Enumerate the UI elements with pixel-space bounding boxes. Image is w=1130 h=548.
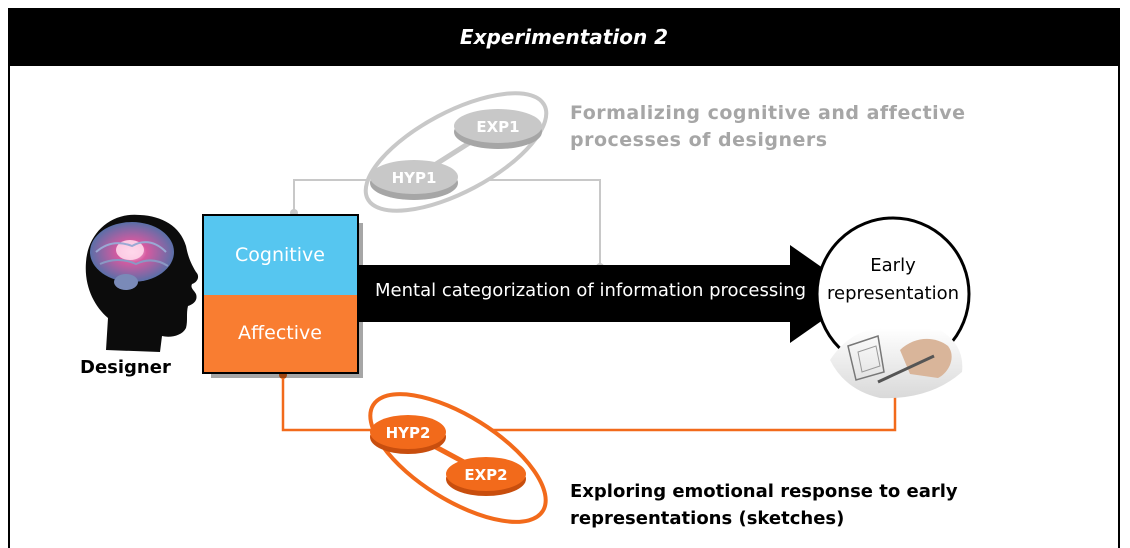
- affective-caption-line1: Exploring emotional response to early: [570, 481, 958, 502]
- cognitive-caption-line2: processes of designers: [570, 129, 828, 151]
- exp1-label: EXP1: [476, 118, 519, 136]
- designer-label: Designer: [80, 357, 171, 378]
- cognitive-caption-line1: Formalizing cognitive and affective: [570, 102, 966, 124]
- title-bar: Experimentation 2: [8, 8, 1120, 66]
- processing-arrow: [356, 245, 860, 343]
- exp2-label: EXP2: [464, 466, 507, 484]
- early-label-line2: representation: [826, 283, 959, 304]
- affective-label: Affective: [238, 322, 322, 344]
- diagram-title: Experimentation 2: [459, 25, 669, 49]
- cognitive-label: Cognitive: [235, 244, 325, 266]
- cognitive-caption: Formalizing cognitive and affective proc…: [570, 100, 990, 154]
- hyp2-exp2-group: HYP2 EXP2: [368, 392, 548, 524]
- early-label-line1: Early: [870, 255, 916, 276]
- affective-caption: Exploring emotional response to early re…: [570, 478, 1030, 532]
- cognitive-block: [203, 215, 358, 295]
- mind-box: [202, 214, 363, 378]
- hyp2-label: HYP2: [386, 424, 431, 442]
- affective-block: [203, 295, 358, 373]
- diagram-frame: [8, 8, 1120, 548]
- hyp1-label: HYP1: [392, 169, 437, 187]
- designer-head-icon: [85, 214, 199, 352]
- early-representation-node: [815, 216, 971, 399]
- hyp1-exp1-group: HYP1 EXP1: [363, 91, 549, 213]
- early-representation-label: Early representation: [818, 252, 968, 308]
- affective-caption-line2: representations (sketches): [570, 508, 845, 529]
- arrow-label: Mental categorization of information pro…: [375, 280, 807, 301]
